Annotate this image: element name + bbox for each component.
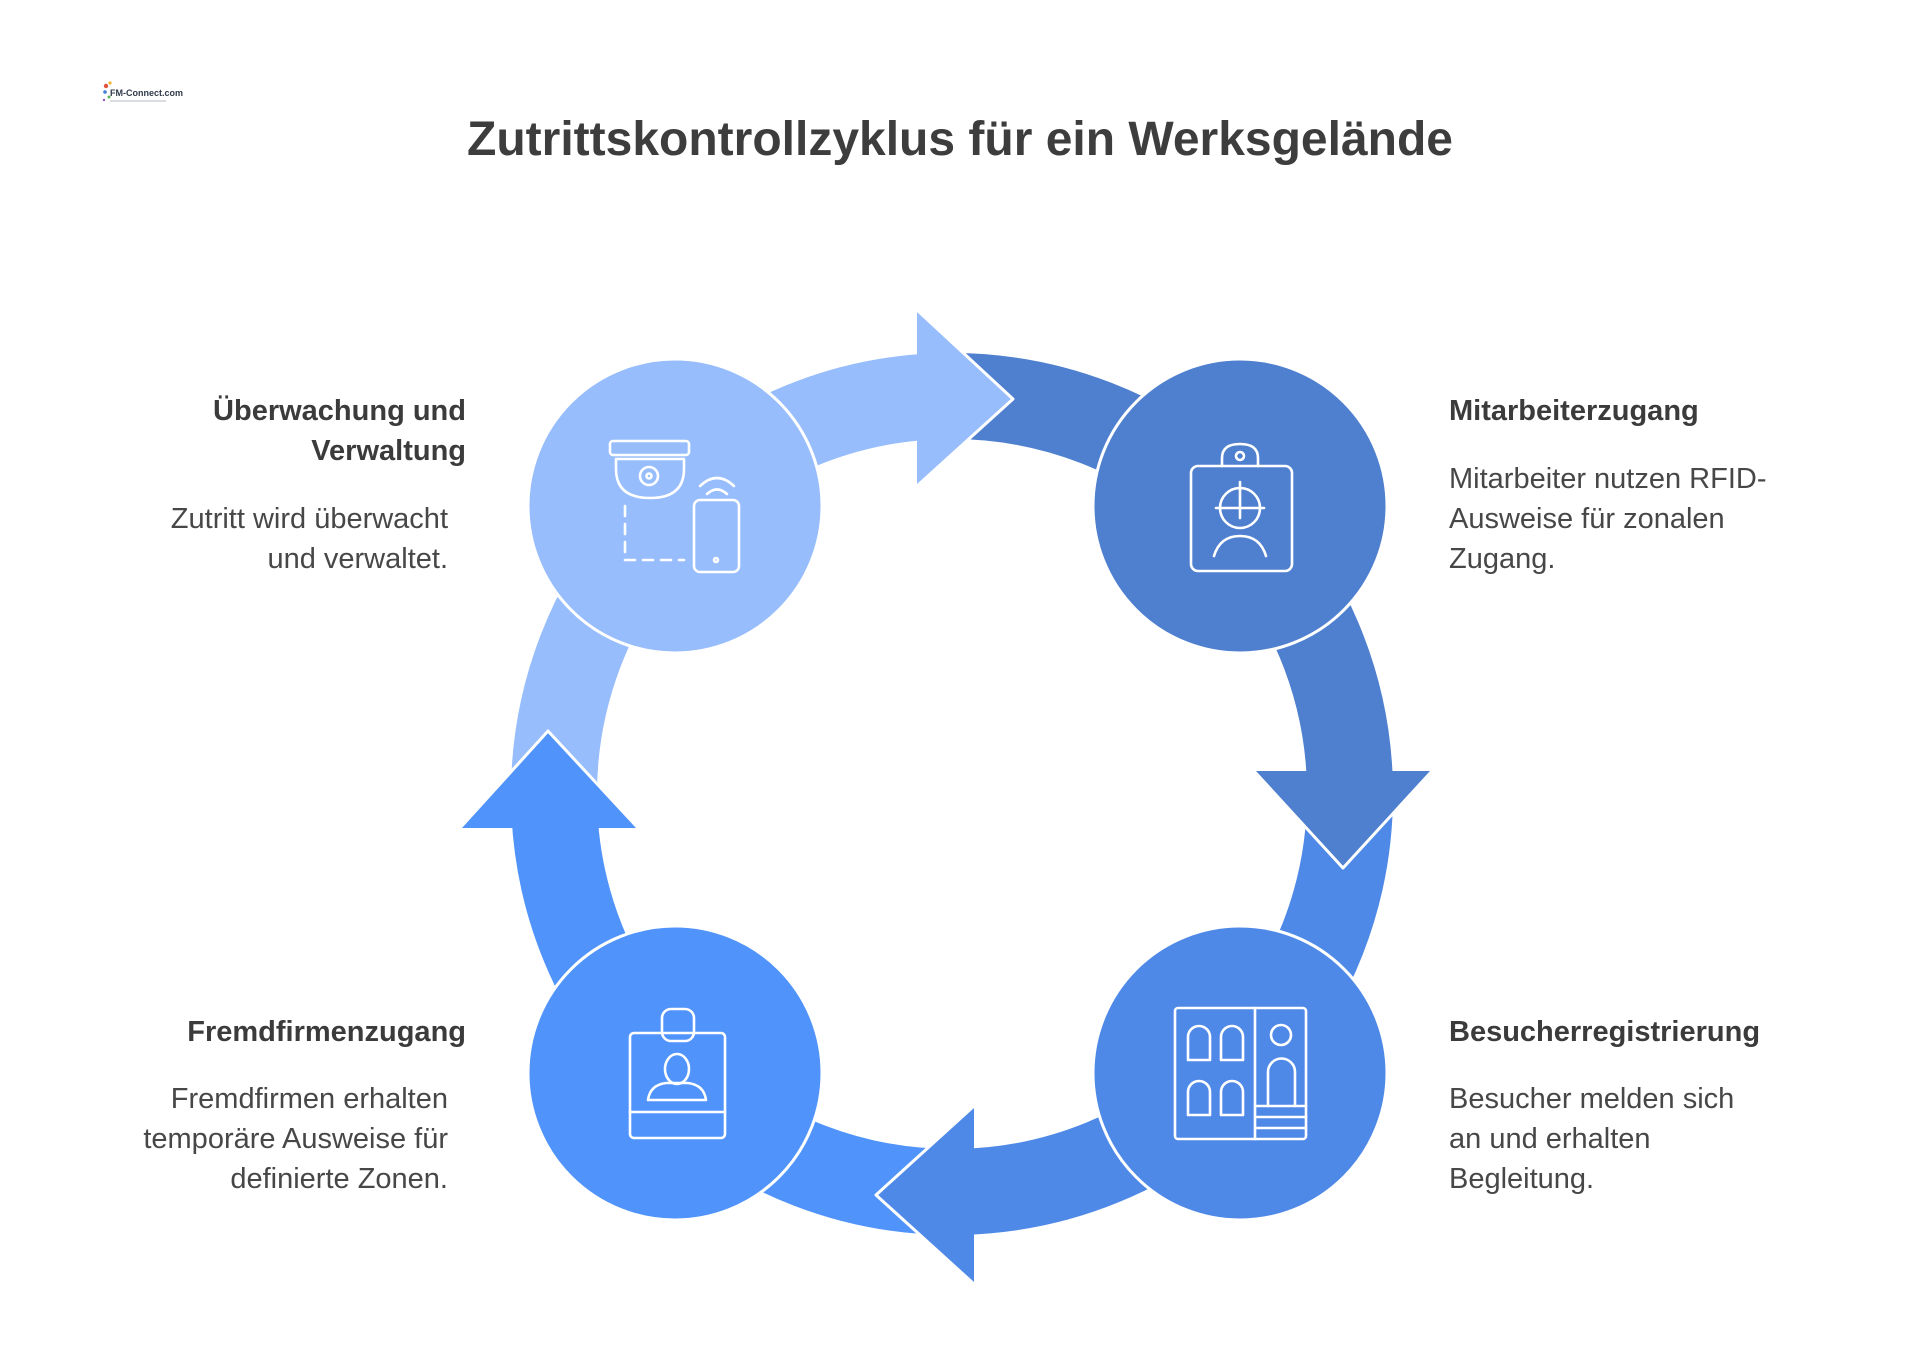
step-heading-employees: Mitarbeiterzugang [1449,395,1699,427]
arrowhead-left-edge [458,729,640,830]
step-heading-visitors: Besucherregistrierung [1449,1016,1761,1048]
arrowheads [458,308,1434,1286]
employee-badge-icon [1189,442,1294,573]
arrowhead-right [1254,771,1432,868]
step-description-monitoring: Zutritt wird überwacht und verwaltet. [170,503,448,575]
arrowhead-left [460,731,638,828]
step-circles [526,357,1389,1222]
step-circle-contractors [526,924,824,1222]
logo-text: FM-Connect.com [110,88,183,98]
arrowhead-right-edge [1252,769,1434,870]
arrowhead-top-edge [915,308,1015,488]
arrowhead-top [917,310,1013,486]
id-badge-icon [628,1007,727,1140]
step-description-visitors: Besucher melden sich an und erhalten Beg… [1449,1083,1735,1195]
brand-logo: FM-Connect.com [102,80,183,106]
step-description-employees: Mitarbeiter nutzen RFID- Ausweise für zo… [1449,463,1767,575]
building-icon [1173,1006,1308,1141]
step-heading-contractors: Fremdfirmenzugang [187,1016,466,1048]
page-title: Zutrittskontrollzyklus für ein Werksgelä… [467,113,1453,166]
step-description-contractors: Fremdfirmen erhalten temporäre Ausweise … [143,1083,448,1195]
camera-phone-icon [608,439,741,574]
step-heading-monitoring: Überwachung und Verwaltung [213,395,466,467]
arrowhead-bottom [876,1106,974,1284]
step-circle-visitors [1091,924,1389,1222]
logo-mark-icon [102,81,166,102]
arrowhead-bottom-edge [874,1104,976,1286]
step-circle-monitoring [526,357,824,655]
